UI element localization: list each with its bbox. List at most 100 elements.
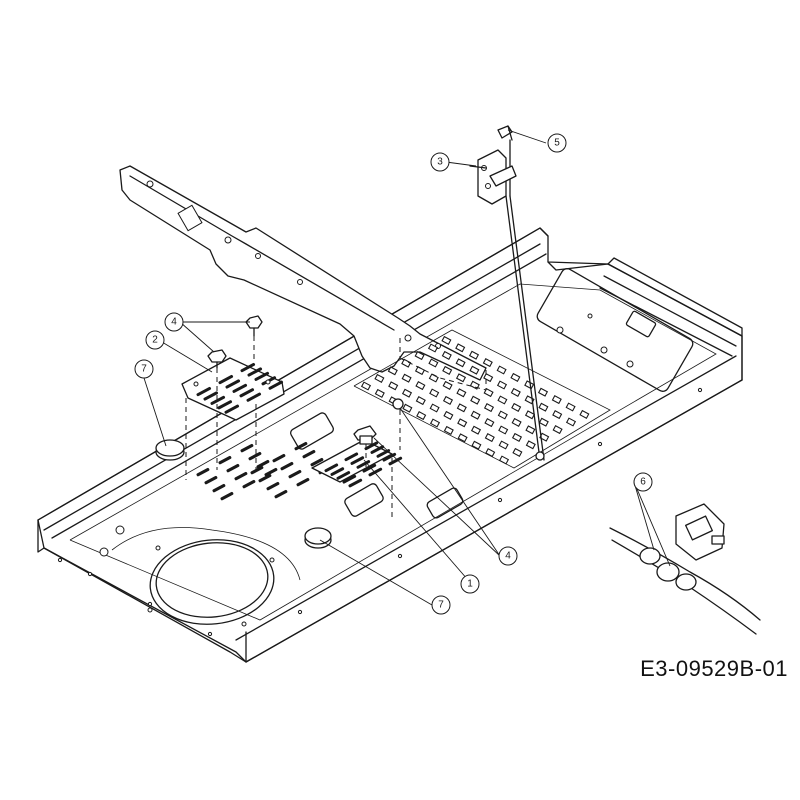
cover-slot bbox=[246, 392, 262, 402]
perforation-hole bbox=[470, 425, 482, 435]
perforation-hole bbox=[455, 373, 467, 383]
perforation-hole bbox=[565, 417, 577, 427]
perforation-hole bbox=[387, 366, 398, 376]
perforation-hole bbox=[497, 410, 508, 420]
perforation-hole bbox=[443, 425, 454, 435]
perforation-hole bbox=[401, 373, 412, 383]
perforation-hole bbox=[374, 373, 385, 383]
callout-7-right: 7 bbox=[431, 595, 451, 615]
perforation-hole bbox=[525, 440, 536, 450]
center-slot bbox=[342, 474, 357, 484]
floor-slot bbox=[272, 453, 286, 463]
floor-openings bbox=[289, 268, 694, 519]
floor-slot bbox=[212, 483, 226, 493]
center-slot bbox=[324, 463, 339, 473]
engine-cutout bbox=[99, 525, 301, 627]
perforation-hole bbox=[538, 402, 549, 412]
perforation-hole bbox=[415, 381, 426, 391]
perforation-hole bbox=[469, 365, 480, 375]
floor-slot bbox=[242, 479, 256, 489]
wire-harness-switch bbox=[609, 503, 761, 635]
floor-slot bbox=[218, 455, 232, 465]
perforation-hole bbox=[482, 358, 493, 368]
perforation-hole bbox=[457, 418, 468, 428]
fastener-bolt-b bbox=[207, 349, 227, 369]
center-slot bbox=[356, 460, 371, 469]
perforation-hole bbox=[484, 433, 495, 443]
perforation-hole bbox=[498, 425, 509, 435]
perforated-floor-border bbox=[353, 329, 611, 469]
callout-4-upper: 4 bbox=[164, 312, 184, 332]
cover-slot bbox=[239, 388, 255, 398]
svg-text:4: 4 bbox=[171, 317, 177, 328]
perforation-hole bbox=[429, 403, 440, 413]
callout-5: 5 bbox=[547, 133, 567, 153]
perforation-hole bbox=[457, 433, 468, 443]
floor-slot bbox=[196, 467, 210, 477]
perforation-hole bbox=[471, 440, 482, 450]
cover-slot bbox=[240, 362, 256, 373]
fastener-bolt-d bbox=[392, 398, 404, 410]
perforation-hole bbox=[497, 395, 508, 405]
callout-6: 6 bbox=[633, 472, 653, 492]
perforation-hole bbox=[441, 350, 452, 360]
center-slot bbox=[364, 441, 379, 451]
floor-slot bbox=[280, 461, 294, 471]
cover-slot bbox=[232, 383, 248, 393]
drawing-number: E3-09529B-01 bbox=[640, 656, 788, 681]
hole-plug-right bbox=[304, 527, 332, 549]
cover-slot bbox=[218, 374, 234, 385]
floor-slot bbox=[226, 463, 240, 473]
center-slot bbox=[376, 449, 391, 458]
callout-1: 1 bbox=[460, 574, 480, 594]
floor-slot bbox=[296, 477, 310, 487]
center-slot bbox=[362, 463, 377, 473]
perforation-hole bbox=[455, 343, 466, 353]
floor-slot bbox=[248, 451, 262, 461]
callout-4-lower: 4 bbox=[498, 546, 518, 566]
svg-text:2: 2 bbox=[152, 335, 158, 346]
floor-slot-pattern-left bbox=[196, 443, 278, 501]
spring-pin bbox=[497, 125, 513, 141]
floor-slot bbox=[240, 443, 254, 453]
perforation-hole bbox=[443, 410, 454, 420]
perforation-hole bbox=[416, 411, 427, 421]
svg-text:3: 3 bbox=[437, 157, 443, 168]
floor-slot bbox=[204, 475, 218, 485]
perforation-hole bbox=[484, 418, 495, 428]
floor-slot bbox=[256, 459, 270, 469]
upper-bracket-arm bbox=[119, 165, 487, 381]
perforation-hole bbox=[456, 403, 467, 413]
perforation-hole bbox=[360, 381, 372, 391]
perforation-hole bbox=[512, 447, 523, 457]
center-plate-slots bbox=[324, 441, 403, 488]
leader-lines bbox=[143, 129, 671, 606]
floor-slot bbox=[220, 491, 234, 501]
cover-slot bbox=[225, 379, 241, 389]
perforation-hole bbox=[511, 432, 523, 442]
svg-text:6: 6 bbox=[640, 477, 646, 488]
perforation-hole bbox=[428, 358, 439, 368]
floor-slot bbox=[310, 457, 324, 467]
perforation-hole bbox=[537, 387, 549, 397]
center-slot bbox=[368, 467, 383, 477]
perforation-hole bbox=[470, 410, 481, 420]
perforation-hole bbox=[469, 380, 480, 390]
perforation-hole bbox=[552, 425, 563, 435]
cover-plate bbox=[181, 357, 285, 421]
perforation-hole bbox=[470, 395, 481, 405]
callout-7-left: 7 bbox=[134, 359, 154, 379]
cover-plate-slots bbox=[196, 362, 284, 414]
svg-text:4: 4 bbox=[505, 551, 511, 562]
perforation-hole bbox=[552, 410, 563, 420]
control-rod bbox=[505, 139, 545, 461]
perforation-hole bbox=[496, 365, 507, 375]
center-slot-plate bbox=[311, 439, 403, 488]
perforation-hole bbox=[456, 388, 467, 398]
center-slot bbox=[388, 456, 403, 466]
floor-slot bbox=[250, 465, 264, 475]
center-slot bbox=[348, 478, 363, 488]
center-slot bbox=[370, 445, 385, 454]
perforation-hole bbox=[374, 388, 385, 398]
